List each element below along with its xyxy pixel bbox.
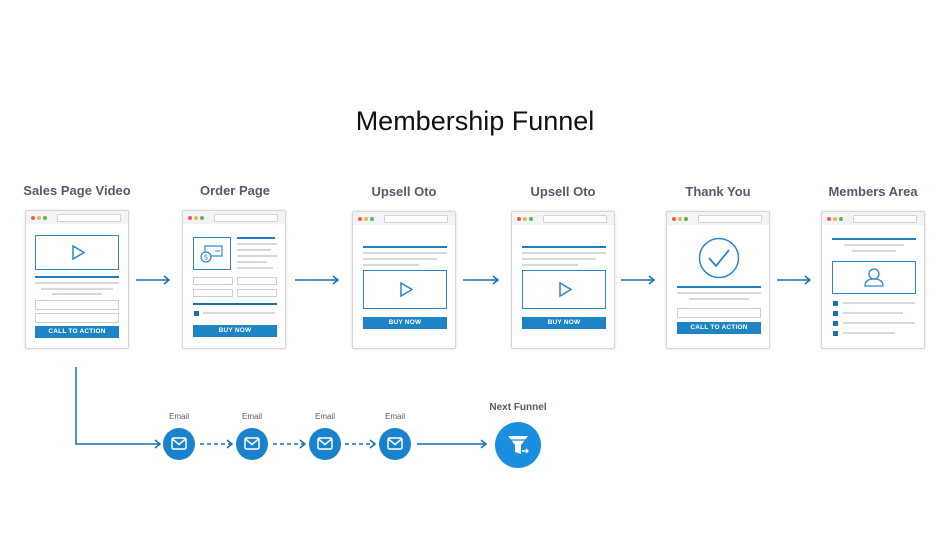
step-label-upsell-1: Upsell Oto — [371, 184, 437, 199]
user-icon — [864, 268, 884, 287]
arrow-right-icon — [621, 275, 656, 285]
window-titlebar — [183, 211, 285, 224]
window-titlebar — [26, 211, 128, 224]
diagram-title: Membership Funnel — [355, 106, 595, 136]
arrow-right-icon — [777, 275, 812, 285]
thank-you-cta-button[interactable]: CALL TO ACTION — [677, 322, 761, 334]
video-placeholder — [522, 270, 606, 309]
email-node-4 — [379, 428, 411, 460]
window-titlebar — [667, 212, 769, 225]
play-icon — [72, 244, 86, 261]
upsell-1-window: BUY NOW — [352, 211, 456, 349]
member-profile-box — [832, 261, 916, 294]
play-icon — [559, 281, 573, 298]
members-area-window — [821, 211, 925, 349]
email-node-1 — [163, 428, 195, 460]
next-funnel-node — [495, 422, 541, 468]
window-titlebar — [353, 212, 455, 225]
window-titlebar — [822, 212, 924, 225]
envelope-icon — [317, 437, 333, 450]
window-titlebar — [512, 212, 614, 225]
video-placeholder — [35, 235, 119, 270]
envelope-icon — [387, 437, 403, 450]
step-label-upsell-2: Upsell Oto — [530, 184, 596, 199]
step-label-members-area: Members Area — [828, 184, 918, 199]
thank-you-window: CALL TO ACTION — [666, 211, 770, 349]
envelope-icon — [244, 437, 260, 450]
email-node-2 — [236, 428, 268, 460]
product-image: $ — [193, 237, 231, 270]
svg-text:$: $ — [204, 254, 208, 262]
arrow-right-icon — [136, 275, 171, 285]
email-label: Email — [168, 412, 189, 421]
step-label-order-page: Order Page — [199, 183, 271, 198]
order-page-window: $ BUY NOW — [182, 210, 286, 349]
envelope-icon — [171, 437, 187, 450]
dashed-arrow-icon — [200, 439, 234, 449]
email-node-3 — [309, 428, 341, 460]
email-label: Email — [314, 412, 335, 421]
dashed-arrow-icon — [273, 439, 307, 449]
arrow-right-icon — [295, 275, 340, 285]
arrow-right-icon — [417, 439, 488, 449]
upsell-2-window: BUY NOW — [511, 211, 615, 349]
dashed-arrow-icon — [345, 439, 377, 449]
arrow-right-icon — [463, 275, 500, 285]
step-label-thank-you: Thank You — [685, 184, 751, 199]
funnel-icon — [508, 436, 529, 454]
order-buy-now-button[interactable]: BUY NOW — [193, 325, 277, 337]
sales-page-window: CALL TO ACTION — [25, 210, 129, 349]
money-icon: $ — [200, 245, 223, 263]
step-label-sales-page: Sales Page Video — [23, 183, 131, 198]
play-icon — [400, 281, 414, 298]
checkmark-circle-icon — [698, 237, 740, 279]
upsell-1-buy-now-button[interactable]: BUY NOW — [363, 317, 447, 329]
next-funnel-label: Next Funnel — [489, 402, 547, 413]
email-label: Email — [384, 412, 405, 421]
video-placeholder — [363, 270, 447, 309]
email-label: Email — [241, 412, 262, 421]
call-to-action-button[interactable]: CALL TO ACTION — [35, 326, 119, 338]
email-sequence-connector — [75, 367, 162, 449]
upsell-2-buy-now-button[interactable]: BUY NOW — [522, 317, 606, 329]
